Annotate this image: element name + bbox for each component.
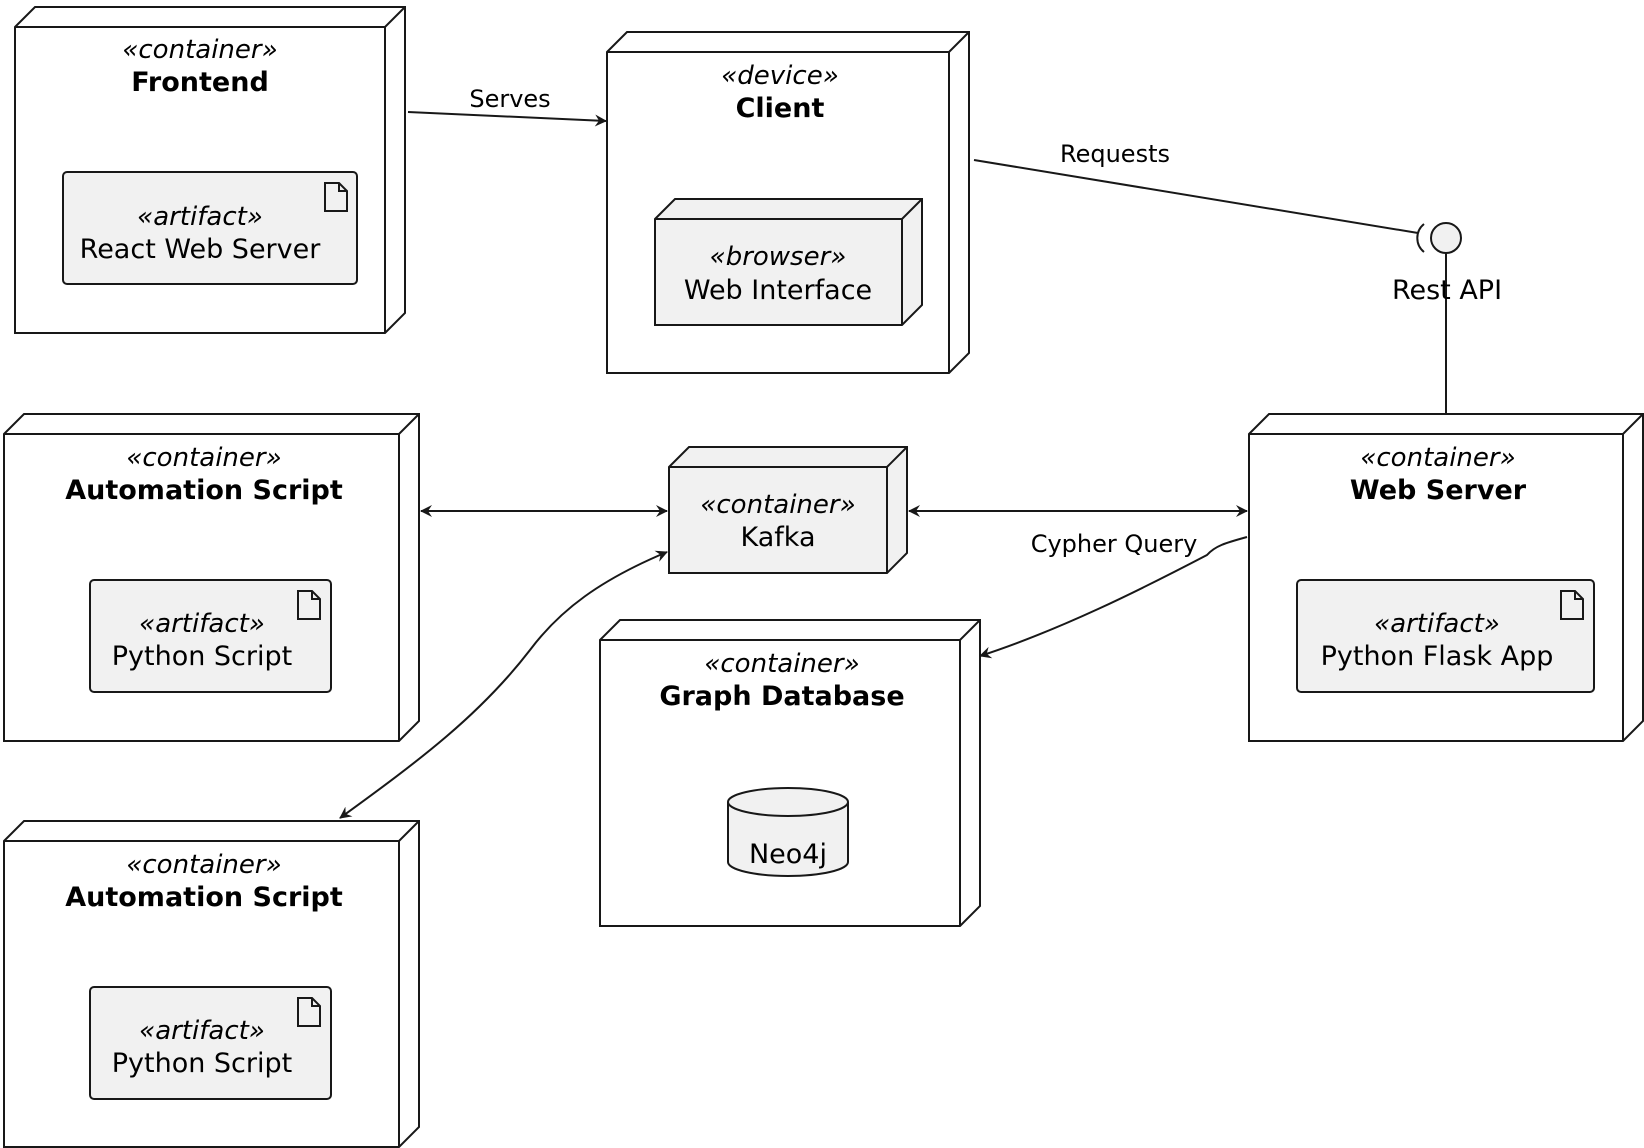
node-title: Kafka	[741, 522, 816, 553]
artifact-stereotype: «artifact»	[139, 1016, 265, 1046]
node-title: Graph Database	[659, 681, 904, 712]
artifact-python-script-2[interactable]: «artifact» Python Script	[89, 986, 332, 1100]
database-name: Neo4j	[749, 839, 827, 870]
artifact-name: Web Interface	[684, 275, 872, 306]
node-stereotype: «container»	[1360, 443, 1515, 473]
edge-kafka-automation2	[339, 550, 668, 819]
edge-serves: Serves	[407, 85, 607, 127]
edge-label: Serves	[469, 85, 550, 113]
node-graph-database[interactable]: «container» Graph Database	[599, 619, 981, 927]
artifact-name: Python Script	[112, 641, 292, 672]
artifact-stereotype: «artifact»	[137, 202, 263, 232]
artifact-icon	[297, 997, 321, 1027]
node-title: Client	[736, 93, 825, 124]
artifact-icon	[324, 182, 348, 212]
node-title: Frontend	[131, 67, 269, 98]
artifact-name: React Web Server	[80, 234, 322, 265]
artifact-stereotype: «artifact»	[139, 609, 265, 639]
interface-rest-api[interactable]: Rest API	[1392, 222, 1502, 414]
database-neo4j[interactable]: Neo4j	[727, 787, 849, 877]
interface-label: Rest API	[1392, 275, 1502, 306]
artifact-react-web-server[interactable]: «artifact» React Web Server	[62, 171, 358, 285]
artifact-icon	[297, 590, 321, 620]
node-kafka[interactable]: «container» Kafka	[668, 446, 908, 574]
edge-requests: Requests	[973, 140, 1419, 234]
artifact-name: Python Flask App	[1321, 641, 1554, 672]
node-stereotype: «container»	[700, 490, 855, 520]
edge-label: Requests	[1060, 140, 1170, 168]
node-title: Web Server	[1350, 475, 1527, 506]
node-title: Automation Script	[65, 475, 343, 506]
artifact-python-script-1[interactable]: «artifact» Python Script	[89, 579, 332, 693]
node-stereotype: «device»	[721, 61, 839, 91]
node-stereotype: «container»	[704, 649, 859, 679]
artifact-stereotype: «artifact»	[1374, 609, 1500, 639]
node-title: Automation Script	[65, 882, 343, 913]
edge-label: Cypher Query	[1031, 530, 1198, 558]
artifact-name: Python Script	[112, 1048, 292, 1079]
node-stereotype: «container»	[126, 443, 281, 473]
artifact-python-flask-app[interactable]: «artifact» Python Flask App	[1296, 579, 1595, 693]
artifact-icon	[1560, 590, 1584, 620]
node-stereotype: «container»	[122, 35, 277, 65]
artifact-stereotype: «browser»	[710, 242, 847, 272]
edge-cypher-query: Cypher Query	[979, 530, 1248, 659]
artifact-web-interface[interactable]: «browser» Web Interface	[654, 198, 923, 326]
node-stereotype: «container»	[126, 850, 281, 880]
